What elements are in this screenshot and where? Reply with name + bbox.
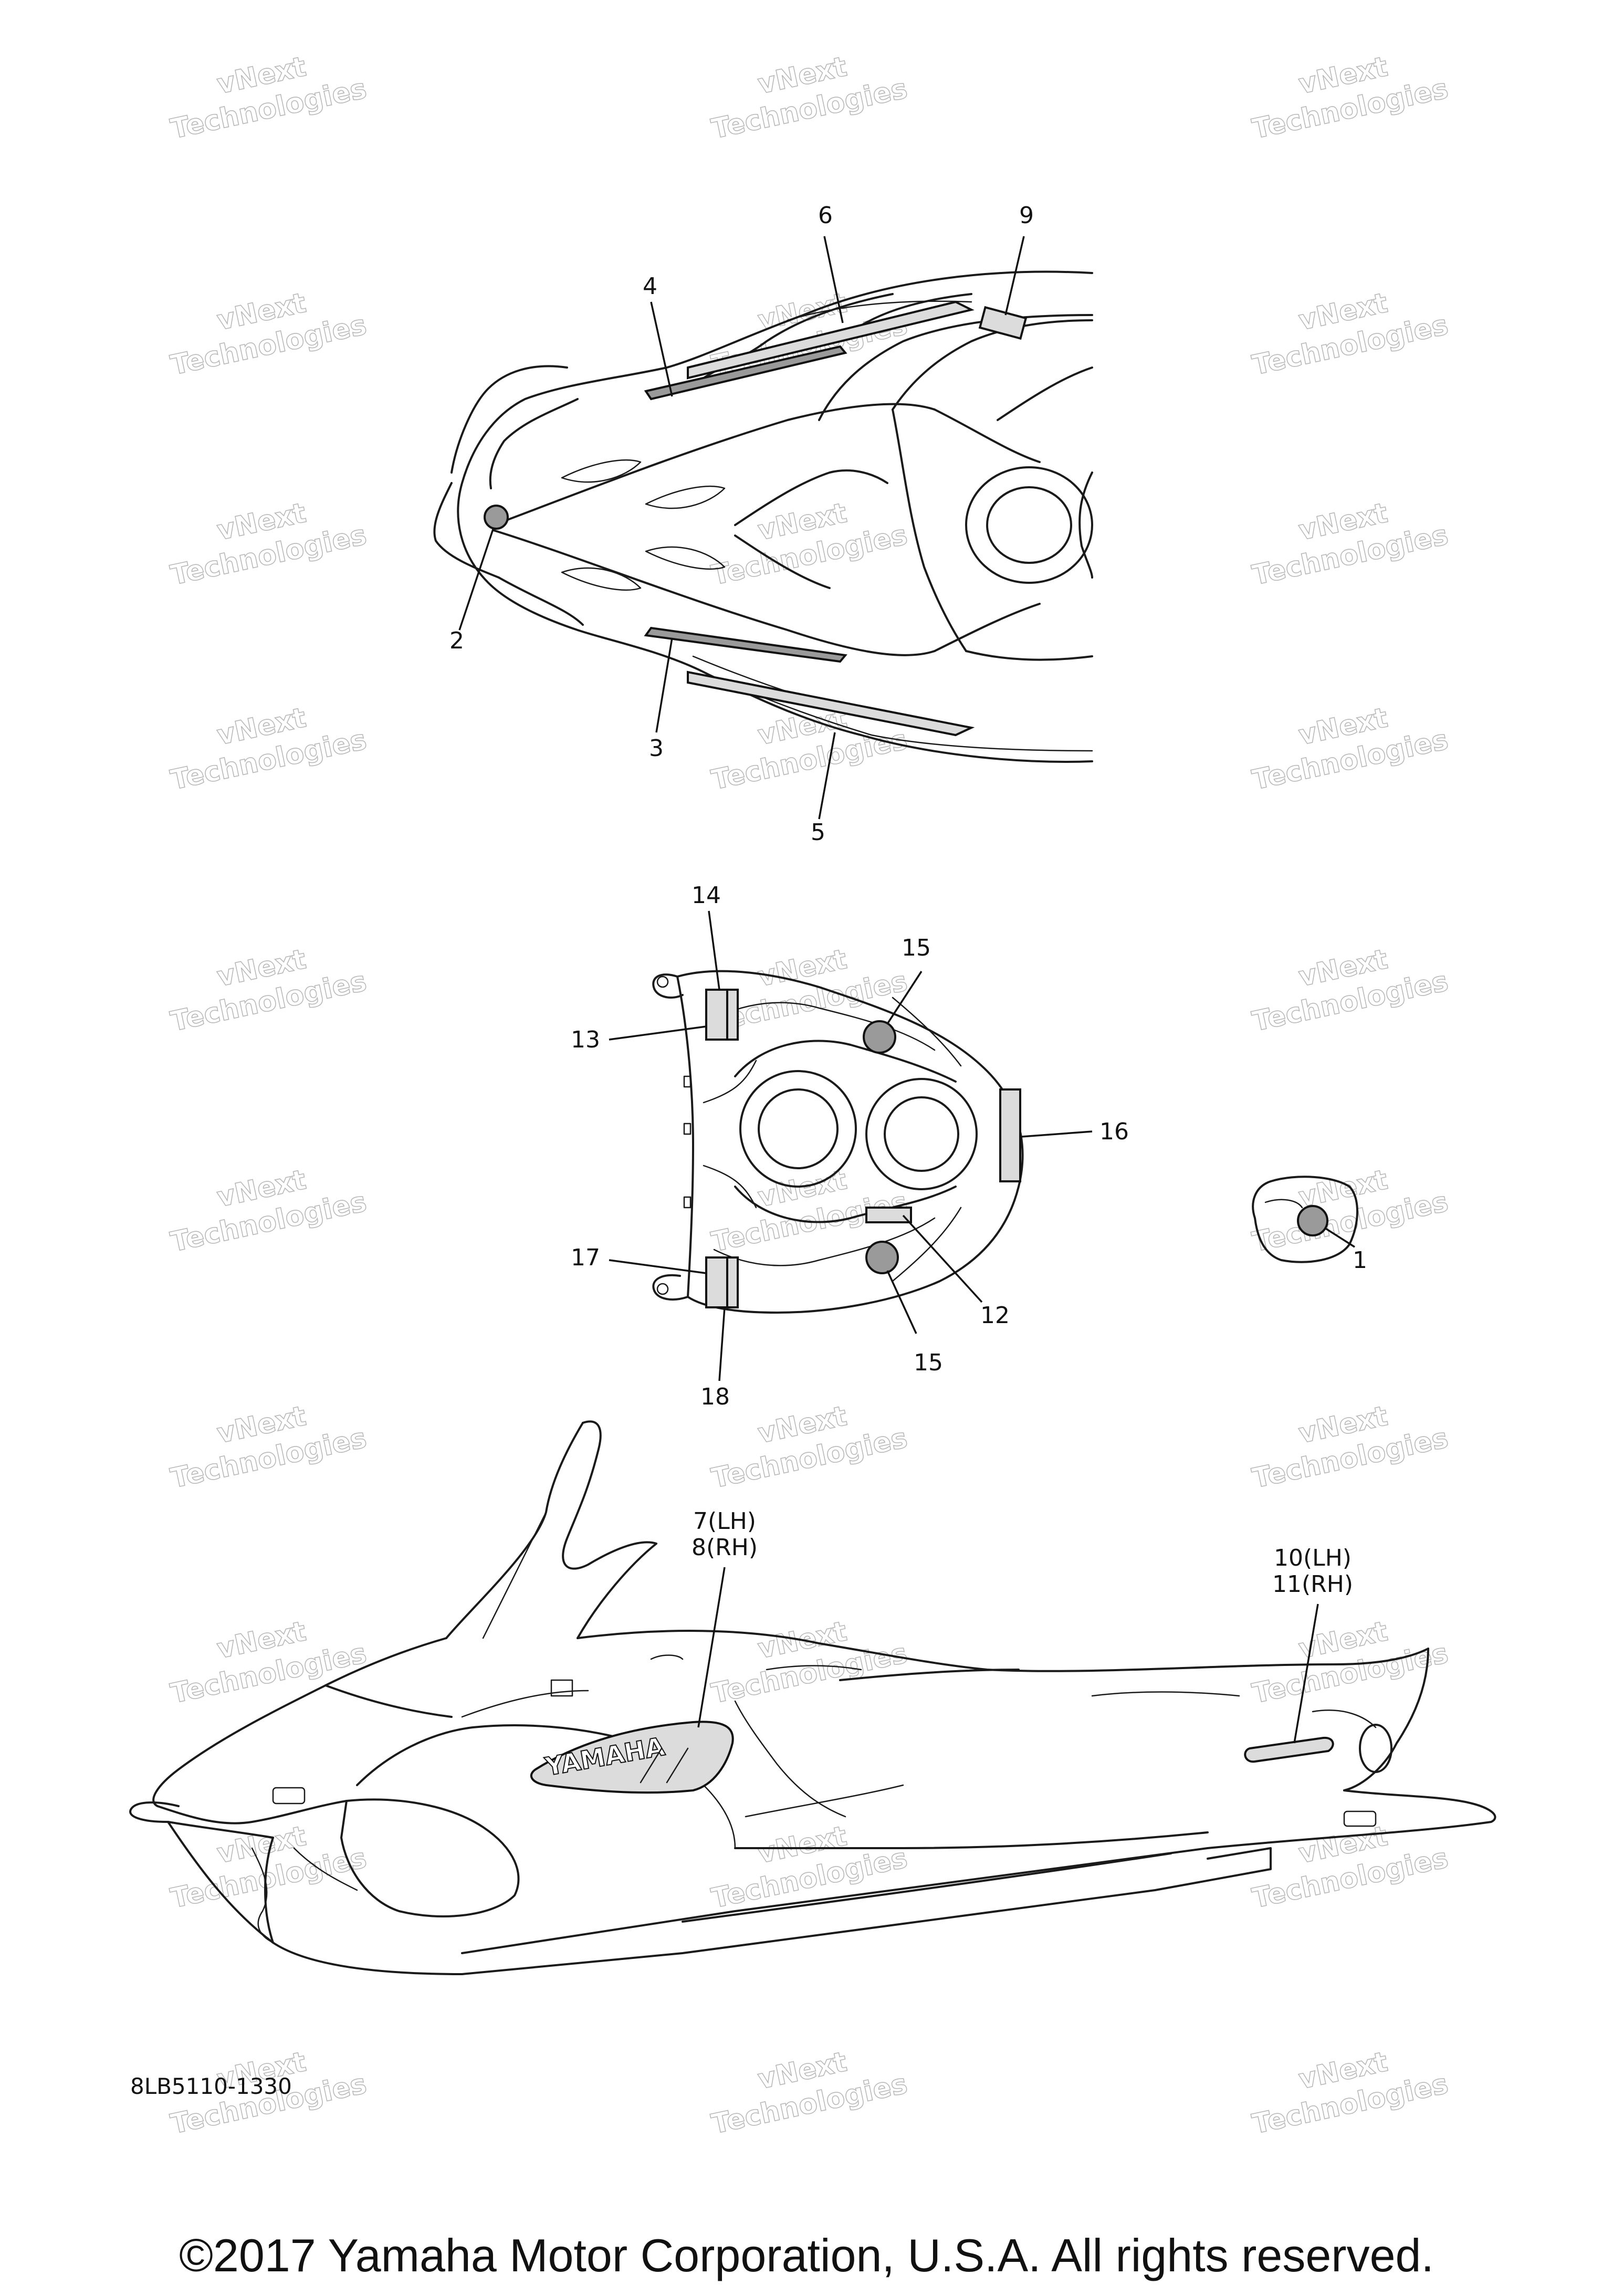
decal-16 [999, 1088, 1021, 1182]
callout-1: 1 [1353, 1247, 1367, 1274]
top-view-hood-drawing [433, 270, 1093, 763]
top-view-leaders [458, 236, 1025, 820]
decal-5 [687, 670, 975, 737]
copyright-notice: ©2017 Yamaha Motor Corporation, U.S.A. A… [179, 2229, 1434, 2281]
side-view-leaders [697, 1567, 1319, 1744]
decal-2 [484, 505, 509, 530]
callout-14: 14 [692, 882, 721, 909]
callout-15-upper: 15 [902, 935, 931, 961]
callout-15-lower: 15 [914, 1349, 943, 1376]
callout-10-lh: 10(LH) [1274, 1545, 1352, 1571]
middle-view-decals [705, 989, 1021, 1308]
side-view-snowmobile-drawing [129, 1420, 1496, 1975]
decal-18 [726, 1256, 739, 1308]
top-view-decals [484, 300, 1028, 737]
callout-2: 2 [449, 627, 464, 654]
decal-1 [1297, 1205, 1328, 1236]
callout-17: 17 [571, 1244, 600, 1271]
middle-view-leaders [609, 910, 1355, 1381]
decal-17 [705, 1256, 728, 1308]
decal-15-upper [863, 1020, 896, 1054]
side-view-decals: YAMAHA [530, 1721, 1334, 1794]
decal-6 [687, 300, 975, 380]
decal-9 [978, 306, 1028, 340]
callout-5: 5 [811, 819, 825, 846]
callout-3: 3 [649, 735, 664, 762]
decal-4 [644, 345, 847, 401]
decal-3 [644, 626, 847, 663]
decal-7-8 [530, 1721, 734, 1794]
decal-15-lower [865, 1241, 899, 1274]
decal-10-11 [1244, 1736, 1334, 1763]
callout-11-rh: 11(RH) [1272, 1571, 1353, 1598]
emblem-1-drawing [1252, 1176, 1358, 1263]
decal-14 [705, 989, 728, 1041]
decal-13 [726, 989, 739, 1041]
callout-9: 9 [1019, 202, 1034, 229]
callout-6: 6 [818, 202, 833, 229]
callout-13: 13 [571, 1026, 600, 1053]
callout-18: 18 [700, 1383, 730, 1410]
callout-16: 16 [1099, 1118, 1129, 1145]
middle-view-callouts: 14 15 13 16 1 17 12 15 18 [571, 882, 1367, 1410]
decal-12 [865, 1207, 912, 1223]
top-view-callouts: 6 9 4 2 3 5 [449, 202, 1034, 846]
callout-8-rh: 8(RH) [692, 1534, 758, 1561]
callout-4: 4 [643, 273, 657, 300]
diagram-part-code: 8LB5110-1330 [130, 2073, 292, 2099]
callout-7-lh: 7(LH) [693, 1508, 756, 1535]
callout-12: 12 [980, 1302, 1010, 1329]
side-view-callouts: 7(LH) 8(RH) 10(LH) 11(RH) [692, 1508, 1353, 1598]
